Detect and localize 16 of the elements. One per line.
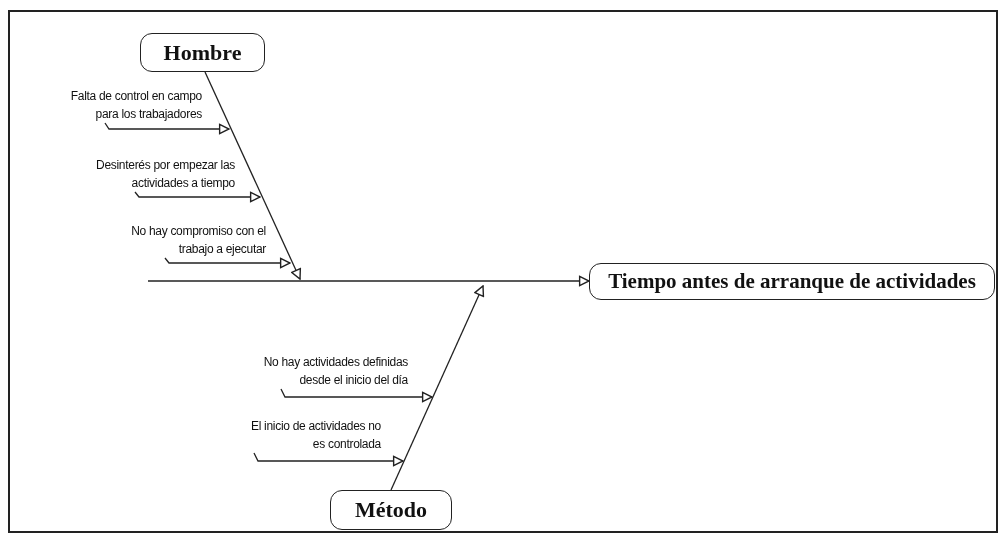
arrow xyxy=(390,285,485,491)
category-box: Hombre xyxy=(140,33,265,72)
cause-text: El inicio de actividades no es controlada xyxy=(236,417,381,453)
arrow xyxy=(280,388,433,403)
category-box: Tiempo antes de arranque de actividades xyxy=(589,263,995,300)
cause-text: No hay compromiso con el trabajo a ejecutar xyxy=(100,222,266,258)
arrow xyxy=(104,122,230,135)
arrow xyxy=(204,71,302,280)
cause-text: Desinterés por empezar las actividades a tiempo xyxy=(62,156,235,192)
arrow xyxy=(253,452,404,467)
cause-text: No hay actividades definidas desde el inicio del día xyxy=(234,353,408,389)
arrow xyxy=(164,257,291,269)
arrow xyxy=(147,275,590,287)
arrow xyxy=(134,191,261,203)
cause-text: Falta de control en campo para los trabajadores xyxy=(55,87,202,123)
category-box: Método xyxy=(330,490,452,530)
